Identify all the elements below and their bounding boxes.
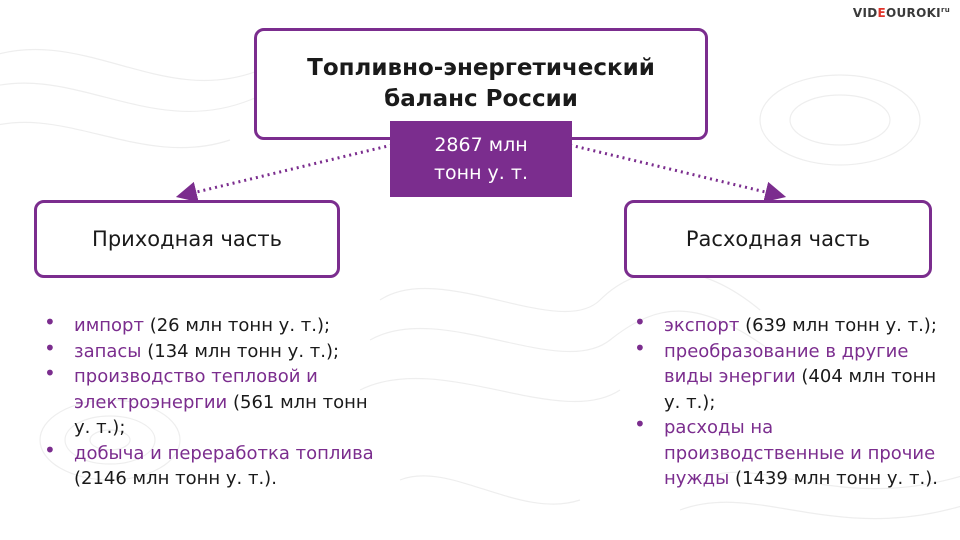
item-term: импорт (74, 315, 144, 336)
logo-text-2: OUROKI (886, 6, 941, 20)
diagram-title: Топливно-энергетический баланс России (307, 55, 655, 112)
logo: VIDEOUROKIru (853, 6, 950, 20)
item-value: (404 млн тонн у. т.); (664, 366, 937, 413)
bullet-icon: • (634, 310, 646, 334)
list-item: • добыча и переработка топлива (2146 млн … (44, 437, 374, 492)
item-term: расходы на производственные и прочие нуж… (664, 417, 936, 489)
arrow-left (175, 143, 393, 203)
income-heading: Приходная часть (92, 227, 282, 251)
expense-list: • экспорт (639 млн тонн у. т.); • преобраз… (634, 310, 954, 492)
bullet-icon: • (44, 361, 56, 385)
item-value: (561 млн тонн у. т.); (74, 391, 368, 439)
list-item: • расходы на производственные и прочие ну… (634, 412, 954, 492)
bullet-icon: • (44, 335, 56, 360)
income-list: • импорт (26 млн тонн у. т.); • запасы (13… (44, 310, 374, 492)
bullet-icon: • (634, 335, 646, 360)
list-item: • импорт (26 млн тонн у. т.); (44, 310, 374, 339)
item-value: (639 млн тонн у. т.); (739, 315, 937, 336)
item-term: производство тепловой и электроэнергии (74, 366, 318, 413)
bullet-icon: • (44, 310, 56, 334)
bullet-icon: • (44, 437, 56, 462)
item-term: экспорт (664, 315, 740, 336)
list-item: • экспорт (639 млн тонн у. т.); (634, 310, 954, 339)
item-value: (1439 млн тонн у. т.). (729, 468, 938, 489)
logo-text-1: VID (852, 6, 878, 20)
item-term: запасы (74, 340, 142, 362)
income-box: Приходная часть (34, 200, 340, 278)
list-item: • преобразование в другие виды энергии (4… (634, 335, 954, 416)
item-value: (2146 млн тонн у. т.). (74, 468, 277, 489)
total-box: 2867 млн тонн у. т. (390, 121, 572, 197)
expense-heading: Расходная часть (685, 227, 871, 251)
item-value: (134 млн тонн у. т.); (141, 340, 340, 362)
bullet-icon: • (634, 412, 646, 436)
item-value: (26 млн тонн у. т.); (143, 315, 331, 336)
logo-text-accent: E (877, 6, 886, 20)
item-term: преобразование в другие виды энергии (664, 340, 909, 388)
expense-box: Расходная часть (624, 200, 932, 278)
arrow-right (569, 143, 787, 203)
list-item: •производство тепловой и электроэнергии … (44, 361, 374, 441)
logo-sup: ru (940, 6, 950, 14)
list-item: • запасы (134 млн тонн у. т.); (44, 335, 374, 365)
total-value: 2867 млн тонн у. т. (433, 134, 528, 184)
item-term: добыча и переработка топлива (74, 442, 374, 464)
